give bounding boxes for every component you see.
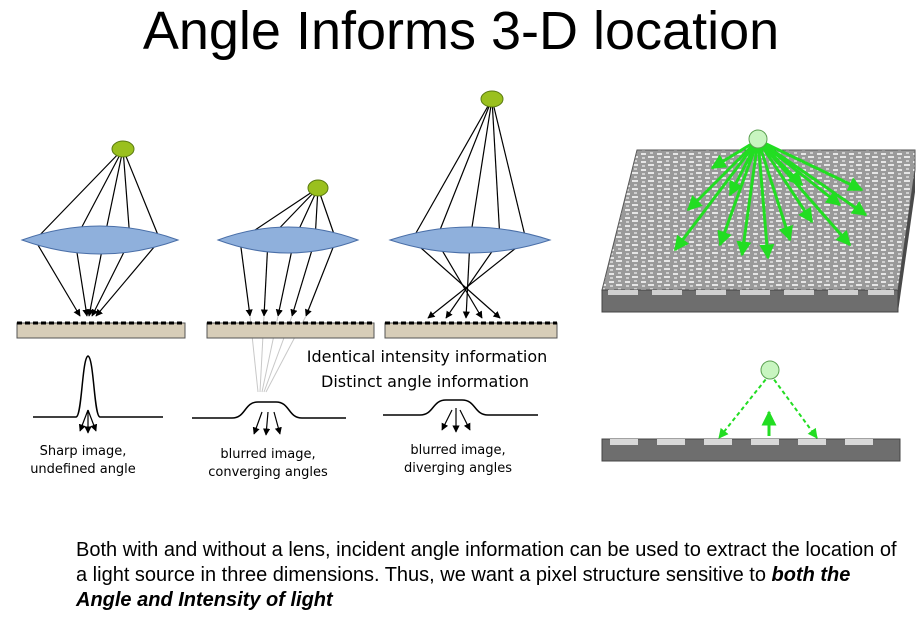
chip-top-surface [601,149,916,291]
slide-title: Angle Informs 3-D location [142,1,780,61]
panel-3-caption-line1: blurred image, [410,443,505,458]
identical-intensity-label: Identical intensity information [307,347,548,366]
angle-diagram: Sharp image, undefined angle [16,90,916,480]
pixel-array-3d [601,129,916,313]
chip-side [898,170,915,312]
lens-1 [20,225,180,255]
light-source-3d [748,129,768,149]
lens-3 [388,226,552,254]
green-ray-fan [673,138,868,260]
sensor-1 [16,322,186,339]
light-source-2 [307,179,329,197]
chip-pixel-slots [608,290,894,295]
panel-1-caption-line2: undefined angle [30,462,136,477]
light-rays [411,98,527,319]
caption-text: Both with and without a lens, incident a… [76,539,897,586]
panel-3-caption-line2: diverging angles [404,461,512,476]
panel-2-caption-line1: blurred image, [220,447,315,462]
response-arrows-3 [441,408,471,433]
sensor-2 [206,322,375,339]
panel-2-caption-line2: converging angles [208,465,328,480]
light-source-1 [111,140,135,158]
chip-2d-pixel-slots [610,439,873,445]
distinct-angle-label: Distinct angle information [321,372,529,391]
light-rays [34,148,161,317]
sensor-3 [384,322,558,339]
response-arrows-1 [78,409,98,434]
light-source-3 [480,90,504,108]
lens-2 [216,226,360,254]
panel-1-caption-line1: Sharp image, [40,444,127,459]
green-dashed-rays [718,373,818,439]
pixel-array-2d [601,360,901,462]
panel-diverging: blurred image, diverging angles [383,90,558,476]
response-curve-3 [383,399,538,416]
response-curve-1 [33,355,163,418]
light-source-2d [760,360,780,380]
response-curve-2 [192,401,346,419]
caption-emphasis: both the Angle and Intensity of light [76,564,851,611]
bottom-caption: Both with and without a lens, incident a… [76,538,906,613]
panel-sharp: Sharp image, undefined angle [16,140,186,477]
response-arrows-2 [252,411,282,436]
panel-converging: blurred image, converging angles [192,179,375,480]
